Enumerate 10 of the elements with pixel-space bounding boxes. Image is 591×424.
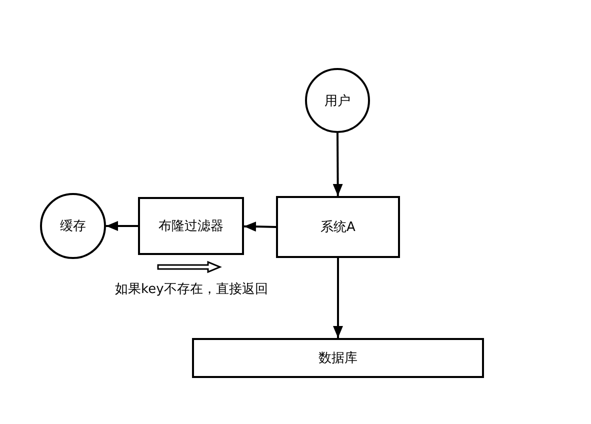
arrow bbox=[332, 133, 343, 196]
arrow bbox=[244, 222, 276, 232]
process-box: 数据库 bbox=[192, 338, 484, 378]
arrow bbox=[333, 258, 343, 338]
actor-circle: 缓存 bbox=[40, 193, 106, 259]
arrow bbox=[106, 221, 138, 231]
process-box: 布隆过滤器 bbox=[138, 197, 244, 255]
note-text: 如果key不存在，直接返回 bbox=[115, 281, 268, 298]
process-box: 系统A bbox=[276, 196, 400, 258]
actor-circle: 用户 bbox=[305, 68, 370, 133]
